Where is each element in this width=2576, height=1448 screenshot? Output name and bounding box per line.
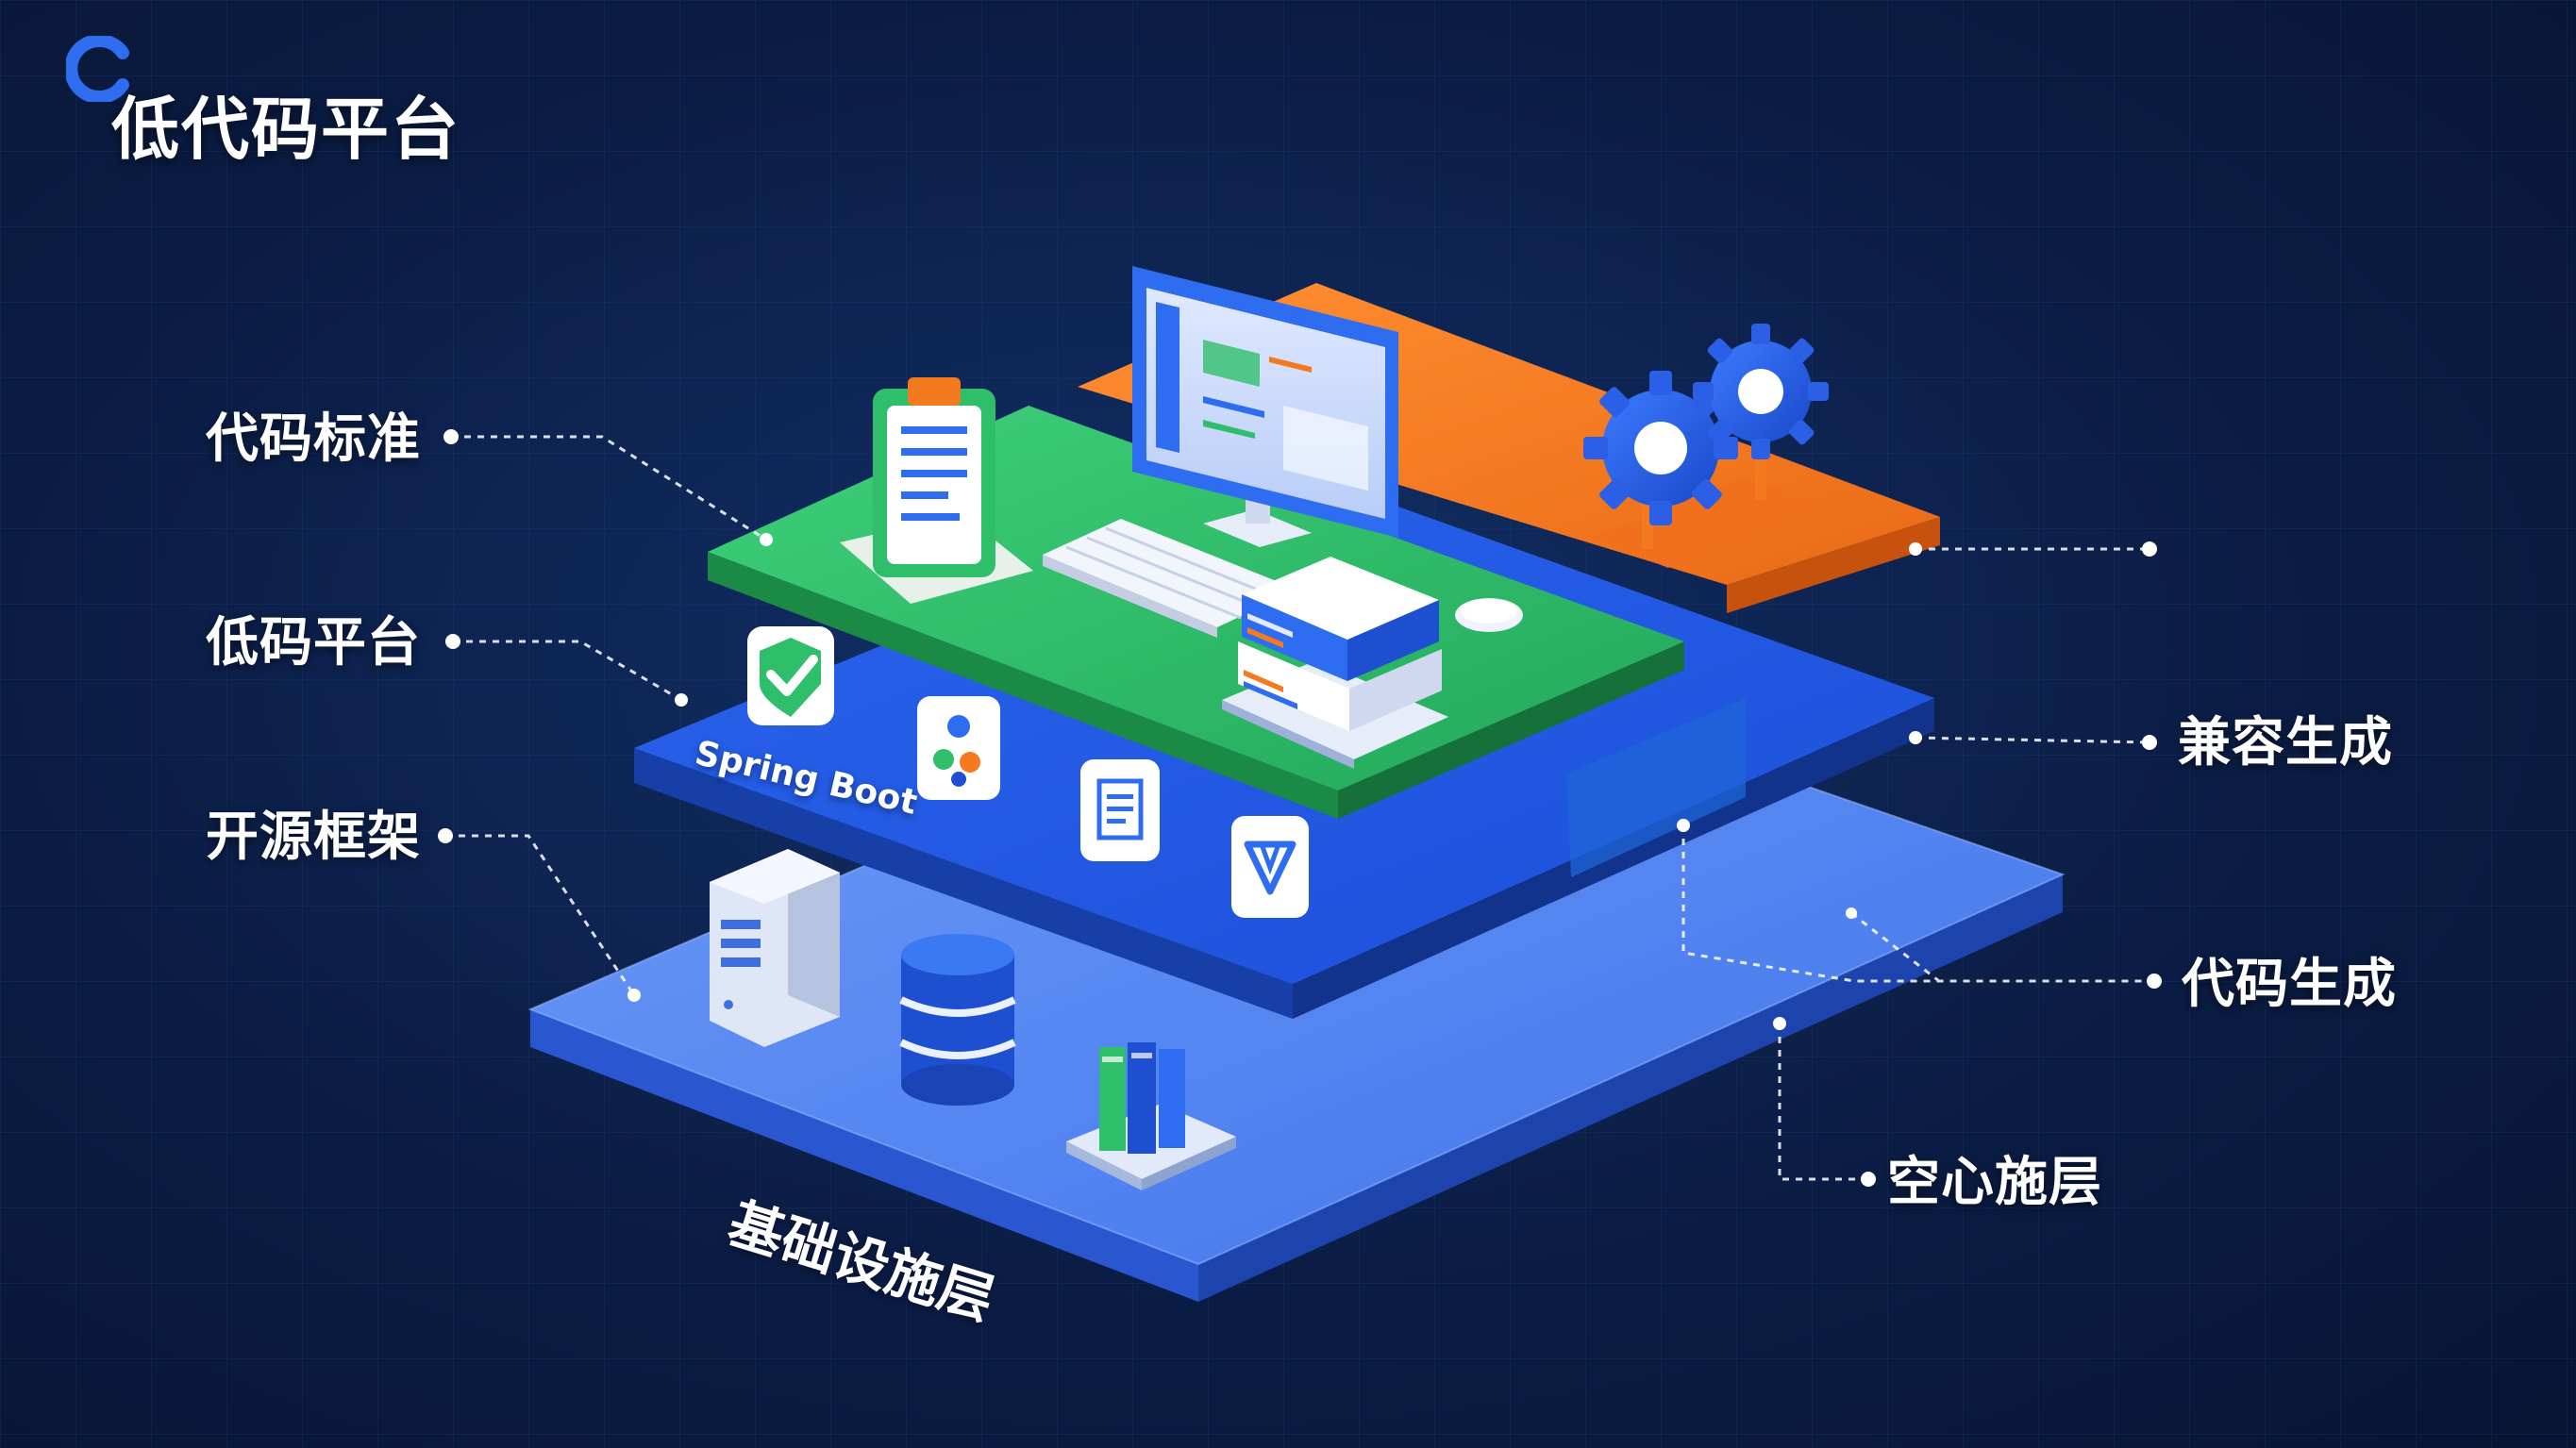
leader-low-code-platform <box>453 640 682 702</box>
leader-code-generation-branch <box>1850 911 1940 983</box>
gear-icon <box>1583 324 1829 568</box>
mouse-icon <box>1455 598 1523 632</box>
folders-icon <box>1066 1042 1236 1190</box>
leader-code-generation <box>1681 825 2149 983</box>
monitor-icon <box>1132 266 1398 547</box>
database-icon <box>899 934 1016 1106</box>
leader-hollow-layer <box>1778 1024 1864 1181</box>
callout-code-standard: 代码标准 <box>206 408 421 470</box>
logo-icon <box>66 36 129 102</box>
callout-compatible-generation: 兼容生成 <box>2178 712 2393 774</box>
callout-code-generation: 代码生成 <box>2182 954 2397 1015</box>
page-title: 低代码平台 <box>111 90 461 169</box>
callout-low-code-platform: 低码平台 <box>206 612 421 674</box>
callout-hollow-layer: 空心施层 <box>1887 1152 2102 1213</box>
leader-open-source-framework <box>445 834 636 996</box>
document-icon <box>1080 759 1160 861</box>
keyboard-icon <box>1043 519 1297 638</box>
leader-code-standard <box>451 435 767 541</box>
leader-lines <box>445 435 2150 1181</box>
server-icon <box>710 849 840 1047</box>
books-icon <box>1222 557 1448 769</box>
callout-open-source-framework: 开源框架 <box>206 807 421 868</box>
clipboard-icon <box>840 377 1033 604</box>
app-icon <box>917 696 1000 800</box>
diamond-icon <box>1231 816 1309 918</box>
shield-check-icon <box>747 626 834 725</box>
leader-dots <box>438 429 2162 1187</box>
